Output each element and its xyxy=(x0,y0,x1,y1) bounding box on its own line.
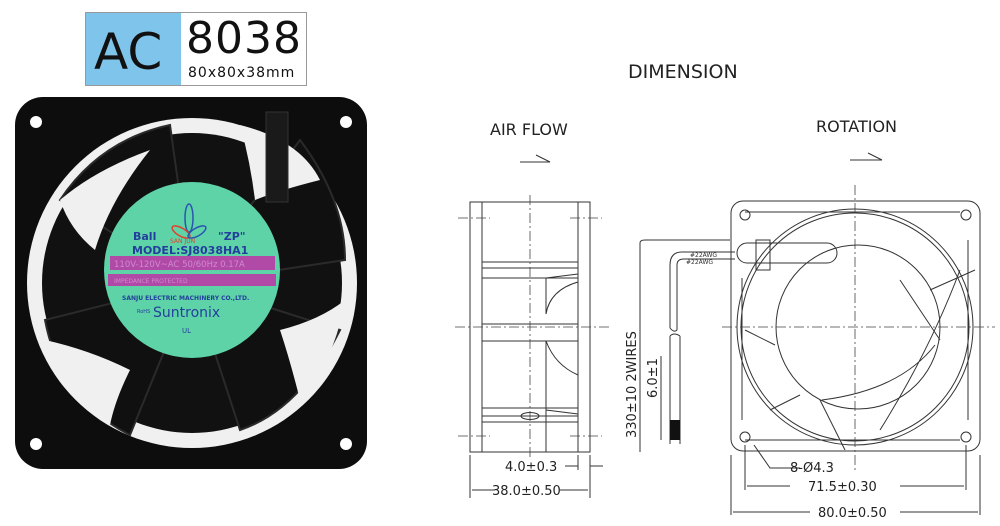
svg-text:MODEL:SJ8038HA1: MODEL:SJ8038HA1 xyxy=(132,244,248,257)
svg-text:Suntronix: Suntronix xyxy=(153,305,220,321)
badge-model: 8038 xyxy=(186,13,302,64)
airflow-arrow-icon xyxy=(520,154,551,163)
flange-thickness-dim: 4.0±0.3 xyxy=(505,460,557,475)
strip-length-dim: 6.0±1 xyxy=(646,358,661,398)
svg-text:IMPEDANCE PROTECTED: IMPEDANCE PROTECTED xyxy=(114,278,188,285)
svg-text:SANJU ELECTRIC MACHINERY CO.,L: SANJU ELECTRIC MACHINERY CO.,LTD. xyxy=(122,295,249,302)
lead-wires: #22AWG #22AWG 330±10 2WIRES 6.0±1 xyxy=(625,239,735,452)
holes-dim: 8-Ø4.3 xyxy=(790,461,834,476)
depth-dim: 38.0±0.50 xyxy=(492,484,561,499)
rotation-arrow-icon xyxy=(850,152,883,161)
hole-spacing-dim: 71.5±0.30 xyxy=(808,480,877,495)
svg-text:110V-120V~AC 50/60Hz 0.17A: 110V-120V~AC 50/60Hz 0.17A xyxy=(114,260,245,270)
svg-text:#22AWG: #22AWG xyxy=(686,259,713,266)
svg-text:"ZP": "ZP" xyxy=(218,230,246,243)
fan-photo: SAN JUN Ball "ZP" MODEL:SJ8038HA1 110V-1… xyxy=(15,97,367,469)
svg-text:SAN JUN: SAN JUN xyxy=(170,238,195,245)
drawing-title: DIMENSION xyxy=(628,61,738,83)
front-view-title: ROTATION xyxy=(816,117,897,136)
width-dim: 80.0±0.50 xyxy=(818,506,887,521)
badge-size: 80x80x38mm xyxy=(188,65,296,81)
sanjun-logo-icon xyxy=(171,203,207,239)
svg-text:UL: UL xyxy=(182,327,191,335)
badge-prefix: AC xyxy=(86,13,181,85)
side-view: 4.0±0.3 38.0±0.50 xyxy=(455,195,612,499)
svg-text:RoHS: RoHS xyxy=(137,309,150,315)
side-view-title: AIR FLOW xyxy=(490,120,568,139)
svg-text:Ball: Ball xyxy=(133,230,156,243)
model-badge: AC 8038 80x80x38mm xyxy=(85,12,307,86)
front-view: 8-Ø4.3 71.5±0.30 80.0±0.50 xyxy=(722,185,995,521)
wire-length-dim: 330±10 2WIRES xyxy=(625,331,640,438)
svg-text:#22AWG: #22AWG xyxy=(690,252,717,259)
